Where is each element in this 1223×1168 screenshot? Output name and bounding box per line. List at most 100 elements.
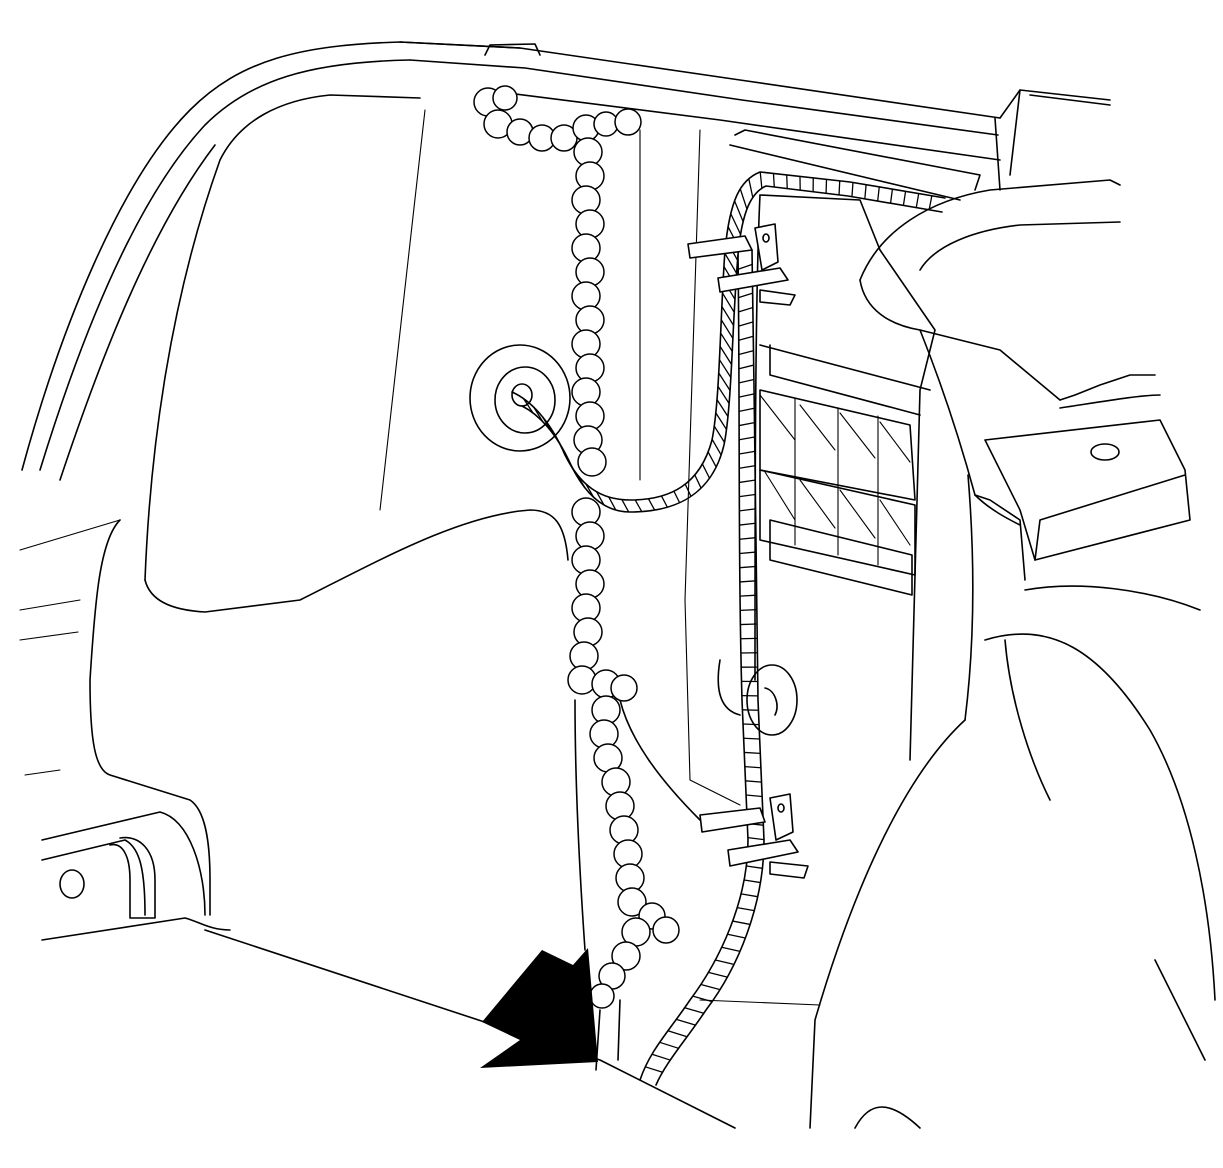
tape-stripe [739, 188, 748, 210]
tape-stripe [738, 421, 755, 427]
tape-stripe [737, 906, 755, 912]
tape-stripe [739, 493, 756, 498]
tape-stripe [715, 959, 735, 966]
tape-stripe [713, 425, 726, 443]
tape-stripe [772, 173, 775, 188]
tape-stripe [851, 182, 854, 197]
tape-stripe [744, 751, 761, 755]
tape-stripe [902, 191, 907, 206]
tape-stripe [746, 865, 763, 869]
tape-stripe [889, 189, 894, 204]
tape-stripe [740, 608, 757, 611]
tape-stripe [738, 364, 754, 370]
upper-rail [399, 41, 1111, 201]
tape-stripe [743, 723, 760, 726]
tape-stripe [928, 195, 933, 210]
inner-pillar [574, 129, 821, 1006]
tape-stripe [660, 495, 668, 508]
tape-stripe [786, 174, 788, 189]
tape-stripe [659, 1041, 679, 1049]
tape-stripe [721, 292, 735, 313]
tape-stripe [673, 490, 681, 504]
tape-stripe [745, 780, 762, 783]
tape-stripe [724, 252, 738, 274]
tape-stripe [651, 1053, 671, 1061]
right-strut-tower [809, 179, 1216, 1129]
harness-clip-upper [687, 223, 796, 306]
tape-stripe [740, 893, 758, 898]
tape-stripe [743, 879, 761, 884]
tape-stripe [621, 499, 630, 513]
tape-stripe [720, 332, 733, 352]
tape-stripe [744, 765, 761, 769]
foam-vertical-run [567, 137, 680, 1009]
tape-stripe [701, 463, 711, 479]
tape-stripe [707, 451, 717, 468]
tape-stripe [877, 186, 880, 202]
tape-stripe [585, 483, 595, 498]
tape-stripe [667, 1030, 688, 1038]
left-quarter-panel [19, 41, 736, 1129]
tape-stripe [739, 479, 756, 484]
tape-stripe [715, 412, 728, 430]
tape-stripe [737, 263, 753, 270]
tape-stripe [647, 498, 656, 511]
tape-stripe [717, 385, 730, 404]
tape-stripe [739, 508, 756, 512]
tape-stripe [568, 462, 578, 477]
tape-stripe [739, 565, 756, 569]
tape-stripes [522, 171, 933, 1073]
tape-stripe [730, 213, 742, 235]
tape-stripe [739, 551, 756, 555]
tape-stripe [738, 393, 755, 398]
tape-stripe [738, 378, 755, 384]
tape-stripe [739, 436, 755, 441]
tape-stripe [716, 399, 729, 417]
tape-stripe [748, 178, 754, 198]
tape-stripe [739, 465, 755, 469]
tape-stripe [743, 737, 760, 740]
tape-stripe [738, 350, 754, 356]
center-panel [717, 194, 936, 761]
tape-stripe [739, 522, 756, 526]
tape-stripe [739, 537, 756, 540]
tape-stripe [739, 580, 757, 583]
callout-arrow-icon [480, 948, 598, 1068]
tape-stripe [576, 473, 586, 488]
tape-stripe [692, 995, 713, 1003]
tape-stripe [720, 319, 734, 339]
harness-clip-lower [699, 793, 809, 879]
tape-stripe [915, 193, 920, 208]
tape-stripe [746, 794, 763, 798]
tape-stripe [684, 1007, 704, 1014]
tape-stripe [747, 836, 765, 841]
tape-stripe [676, 1018, 696, 1026]
tape-stripe [738, 306, 754, 313]
tape-stripe [864, 184, 867, 199]
tape-stripe [718, 372, 731, 391]
tape-stripe [694, 474, 702, 489]
tape-stripe [645, 1066, 663, 1073]
tape-stripe [522, 398, 534, 414]
tape-stripe [738, 407, 755, 412]
tape-stripe [738, 335, 754, 341]
tape-stripe [542, 416, 552, 432]
tape-stripe [739, 594, 757, 597]
tape-stripe [708, 971, 728, 978]
tape-stripe [596, 491, 605, 506]
tape-stripe [727, 933, 746, 939]
tape-stripe [533, 406, 544, 422]
tape-stripe [732, 920, 751, 926]
tape-stripe [721, 946, 741, 952]
tape-stripe [718, 359, 732, 378]
tape-stripe [733, 200, 744, 222]
tape-stripe [608, 496, 617, 511]
tape-stripe [684, 483, 692, 497]
tape-stripe [739, 450, 755, 455]
tape-stripe [740, 623, 757, 626]
foam-wrapped-harness [473, 85, 680, 1071]
tape-stripe [721, 306, 735, 326]
tape-stripe [711, 438, 722, 456]
tape-stripe [738, 292, 753, 299]
